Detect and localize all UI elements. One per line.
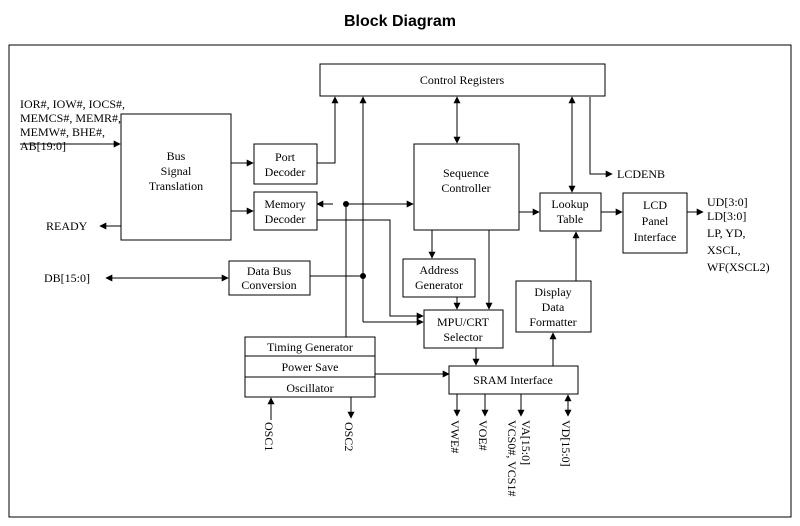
lcdenb-arrow — [589, 97, 613, 178]
sram-interface-block: SRAM Interface — [448, 365, 579, 395]
bus-input-label-3: MEMW#, BHE#, — [20, 125, 105, 139]
data-bus-conversion-block: Data Bus Conversion — [228, 260, 311, 296]
lcd-output-label-3: LP, YD, — [707, 226, 746, 240]
mpu-crt-selector-label-2: Selector — [443, 330, 482, 344]
db-label: DB[15:0] — [44, 271, 90, 285]
sequence-controller-block: Sequence Controller — [413, 143, 520, 231]
lookup-table-label-1: Lookup — [551, 197, 588, 211]
port-decoder-label-1: Port — [275, 150, 296, 164]
bus-signal-translation-label-2: Signal — [161, 164, 192, 178]
lcd-output-label-2: LD[3:0] — [707, 209, 746, 223]
bus-input-label-1: IOR#, IOW#, IOCS#, — [20, 97, 125, 111]
osc2-label: OSC2 — [342, 422, 356, 451]
lcd-panel-interface-label-1: LCD — [643, 198, 667, 212]
voe-label: VOE# — [476, 420, 490, 451]
vwe-label: VWE# — [448, 420, 462, 453]
lcd-output-label-1: UD[3:0] — [707, 195, 748, 209]
diagram-title: Block Diagram — [344, 13, 456, 30]
memory-decoder-label-2: Decoder — [265, 212, 306, 226]
oscillator-label: Oscillator — [286, 381, 333, 395]
display-data-formatter-block: Display Data Formatter — [515, 280, 592, 333]
connections — [20, 96, 704, 420]
lookup-table-label-2: Table — [557, 212, 583, 226]
control-registers-block: Control Registers — [319, 63, 606, 97]
memory-decoder-block: Memory Decoder — [253, 191, 318, 231]
memory-decoder-to-mpu — [317, 219, 424, 320]
mpu-crt-selector-label-1: MPU/CRT — [437, 315, 490, 329]
lcd-output-label-4: XSCL, — [707, 243, 741, 257]
control-registers-label: Control Registers — [420, 73, 505, 87]
bus-signal-translation-label-1: Bus — [167, 149, 186, 163]
va-label: VA[15:0] — [519, 420, 533, 465]
vd-label: VD[15:0] — [559, 420, 573, 467]
sequence-controller-label-1: Sequence — [443, 166, 489, 180]
data-bus-conversion-label-2: Conversion — [241, 278, 296, 292]
mpu-crt-selector-block: MPU/CRT Selector — [423, 309, 504, 349]
address-generator-label-2: Generator — [415, 278, 463, 292]
display-data-formatter-label-1: Display — [534, 285, 571, 299]
lcd-panel-interface-label-2: Panel — [642, 214, 669, 228]
lcd-output-signals: UD[3:0] LD[3:0] LP, YD, XSCL, WF(XSCL2) — [707, 195, 770, 274]
memory-decoder-label-1: Memory — [264, 197, 305, 211]
lcd-panel-interface-label-3: Interface — [634, 230, 677, 244]
port-decoder-label-2: Decoder — [265, 165, 306, 179]
osc1-label: OSC1 — [262, 422, 276, 451]
sram-interface-label: SRAM Interface — [473, 373, 553, 387]
lcd-panel-interface-block: LCD Panel Interface — [622, 192, 688, 254]
bus-signal-translation-block: Bus Signal Translation — [120, 113, 232, 241]
display-data-formatter-label-2: Data — [542, 300, 565, 314]
bus-signal-translation-label-3: Translation — [149, 179, 203, 193]
lookup-table-block: Lookup Table — [539, 192, 602, 232]
address-generator-block: Address Generator — [402, 258, 476, 298]
vcs-label: VCS0#, VCS1# — [505, 420, 519, 496]
junction-dot-lower — [360, 273, 366, 279]
bus-input-label-2: MEMCS#, MEMR#, — [20, 111, 121, 125]
timing-generator-label: Timing Generator — [267, 340, 353, 354]
power-save-label: Power Save — [282, 360, 339, 374]
display-data-formatter-label-3: Formatter — [529, 315, 576, 329]
data-bus-conversion-label-1: Data Bus — [247, 264, 292, 278]
lcdenb-label: LCDENB — [617, 167, 665, 181]
bus-input-signals: IOR#, IOW#, IOCS#, MEMCS#, MEMR#, MEMW#,… — [20, 97, 125, 153]
bus-input-label-4: AB[19:0] — [20, 139, 66, 153]
port-decoder-to-control — [317, 96, 339, 164]
sequence-controller-label-2: Controller — [441, 181, 490, 195]
lcd-output-label-5: WF(XSCL2) — [707, 260, 770, 274]
address-generator-label-1: Address — [419, 263, 459, 277]
ready-label: READY — [46, 219, 88, 233]
port-decoder-block: Port Decoder — [253, 143, 318, 185]
timing-generator-stack: Timing Generator Power Save Oscillator — [244, 336, 376, 398]
